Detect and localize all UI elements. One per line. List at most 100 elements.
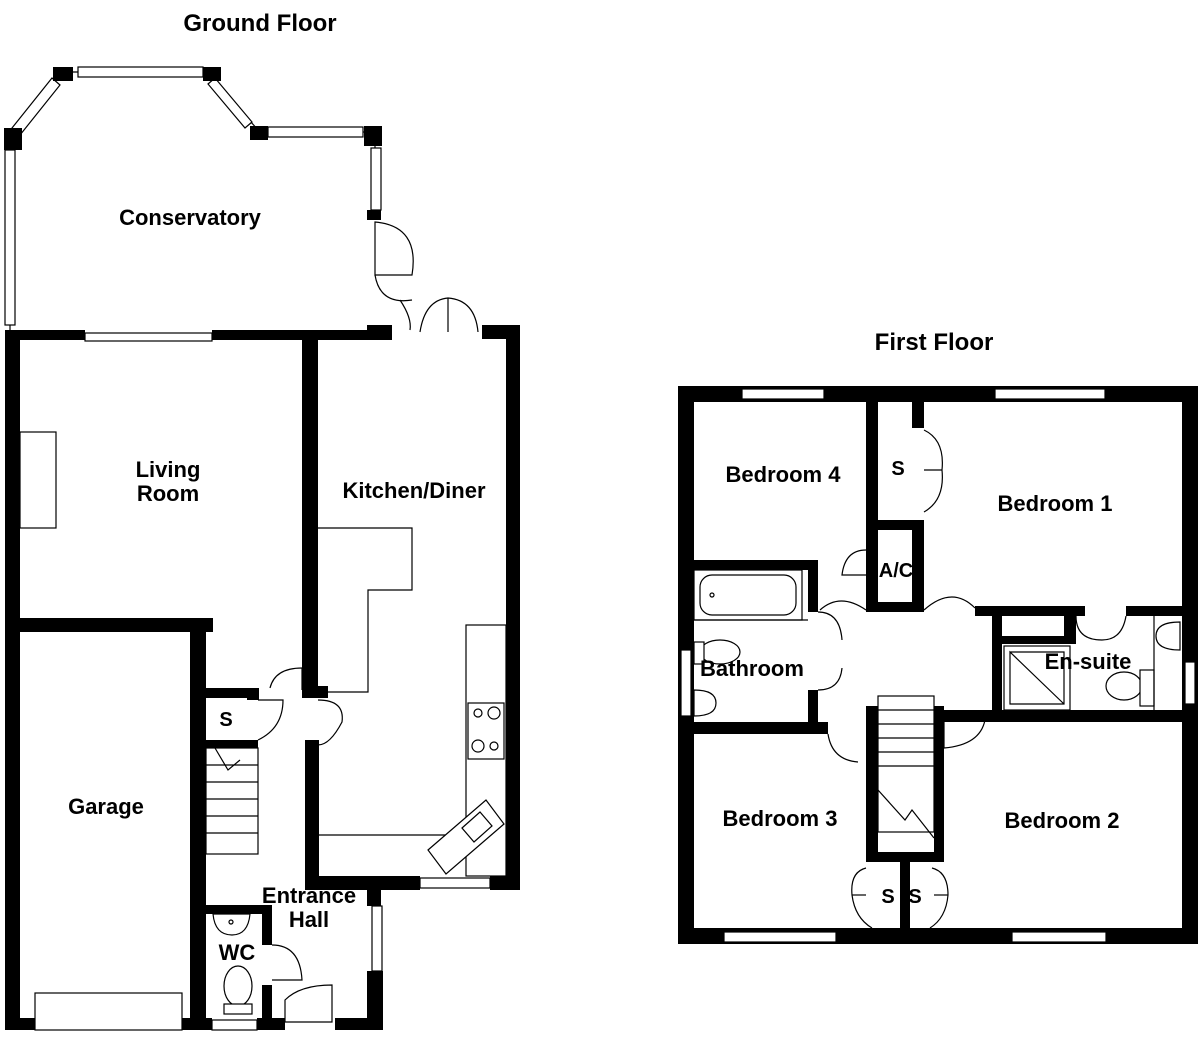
hall-window <box>371 905 383 972</box>
ground-floor-plan: Ground Floor Conservatory Living Room Ki… <box>4 10 520 1031</box>
bathroom-window <box>680 649 692 717</box>
wall <box>992 606 1002 718</box>
bedroom3-window <box>723 931 837 943</box>
bathroom-door <box>817 667 843 691</box>
bath-icon <box>693 569 803 621</box>
entrance-hall-label-line1: Entrance <box>262 883 356 908</box>
wall <box>200 740 258 748</box>
wc-label: WC <box>219 940 256 965</box>
wall <box>203 905 265 914</box>
wall <box>690 722 828 734</box>
wall <box>940 710 990 722</box>
basin-icon <box>212 913 251 936</box>
shower-icon <box>1003 645 1071 711</box>
wall <box>866 400 878 610</box>
toilet-icon <box>223 965 253 1015</box>
wall <box>335 1018 383 1030</box>
wall <box>490 876 520 890</box>
wall <box>367 876 381 906</box>
store-label: S <box>891 458 904 480</box>
wall <box>1000 636 1068 644</box>
wall <box>53 67 73 81</box>
living-room-door <box>269 667 303 689</box>
bathroom-label: Bathroom <box>700 656 804 681</box>
wall <box>212 330 392 340</box>
wall <box>1064 606 1076 644</box>
conservatory-window <box>207 77 253 129</box>
toilet-icon <box>1105 669 1155 707</box>
conservatory-door <box>374 221 414 276</box>
wall <box>975 606 1085 616</box>
bedroom1-door <box>923 596 976 611</box>
living-room-label-line2: Room <box>137 481 199 506</box>
airing-cupboard-door <box>841 549 867 576</box>
ground-stairs <box>205 747 259 855</box>
ensuite-label: En-suite <box>1045 649 1132 674</box>
wall <box>1126 606 1186 616</box>
wall <box>5 1018 35 1030</box>
wall <box>305 876 420 890</box>
store-door <box>929 867 949 929</box>
conservatory-outline <box>9 71 376 330</box>
store-door <box>923 429 943 513</box>
bedroom4-window <box>741 388 825 400</box>
first-stairs <box>877 695 935 839</box>
conservatory-window <box>4 149 16 326</box>
conservatory-window <box>77 66 204 78</box>
wall <box>302 338 318 698</box>
wall <box>250 126 268 140</box>
store-right-label: S <box>908 886 921 908</box>
bedroom2-window <box>1011 931 1107 943</box>
wall <box>262 985 272 1030</box>
garage-label: Garage <box>68 794 144 819</box>
wall <box>5 330 85 340</box>
wall <box>4 128 22 150</box>
wall <box>262 905 272 945</box>
conservatory-door <box>374 274 413 302</box>
garage-door <box>34 992 183 1031</box>
entrance-hall-label-line2: Hall <box>289 907 329 932</box>
wall <box>305 740 319 890</box>
wall <box>302 686 328 698</box>
wall <box>200 1018 212 1030</box>
bedroom2-label: Bedroom 2 <box>1005 808 1120 833</box>
wall <box>190 618 206 1030</box>
wall <box>808 560 818 612</box>
living-room-label-line1: Living <box>136 457 201 482</box>
kitchen-diner-label: Kitchen/Diner <box>342 478 485 503</box>
wall <box>367 971 383 1030</box>
bedroom3-label: Bedroom 3 <box>723 806 838 831</box>
conservatory-door <box>399 299 411 331</box>
bedroom4-door <box>819 600 867 611</box>
kitchen-hall-door <box>317 699 343 746</box>
conservatory-window <box>11 77 61 136</box>
wc-window <box>211 1019 258 1031</box>
sink-icon <box>427 799 505 875</box>
bedroom1-window <box>994 388 1106 400</box>
basin-icon <box>693 689 717 717</box>
wc-door <box>271 944 303 981</box>
wall <box>506 325 520 890</box>
basin-icon <box>1155 621 1181 651</box>
wall <box>866 602 924 612</box>
airing-cupboard-label: A/C <box>879 560 913 582</box>
front-door <box>284 984 333 1023</box>
store-door <box>851 867 873 929</box>
wall <box>912 400 924 428</box>
wall <box>367 325 392 339</box>
wall <box>934 706 944 862</box>
toilet-icon <box>693 639 741 665</box>
wall <box>367 210 381 220</box>
wall <box>203 67 221 81</box>
wall <box>866 520 924 530</box>
wall <box>364 126 382 146</box>
bathroom-door <box>817 611 843 641</box>
conservatory-window <box>267 126 364 138</box>
wall <box>912 520 924 612</box>
first-floor-plan: First Floor Bedroom 4 S Bedroom 1 A/C Ba… <box>678 329 1198 944</box>
conservatory-window <box>370 147 382 211</box>
kitchen-units <box>318 527 413 693</box>
wall <box>808 690 818 732</box>
wall <box>5 618 213 632</box>
